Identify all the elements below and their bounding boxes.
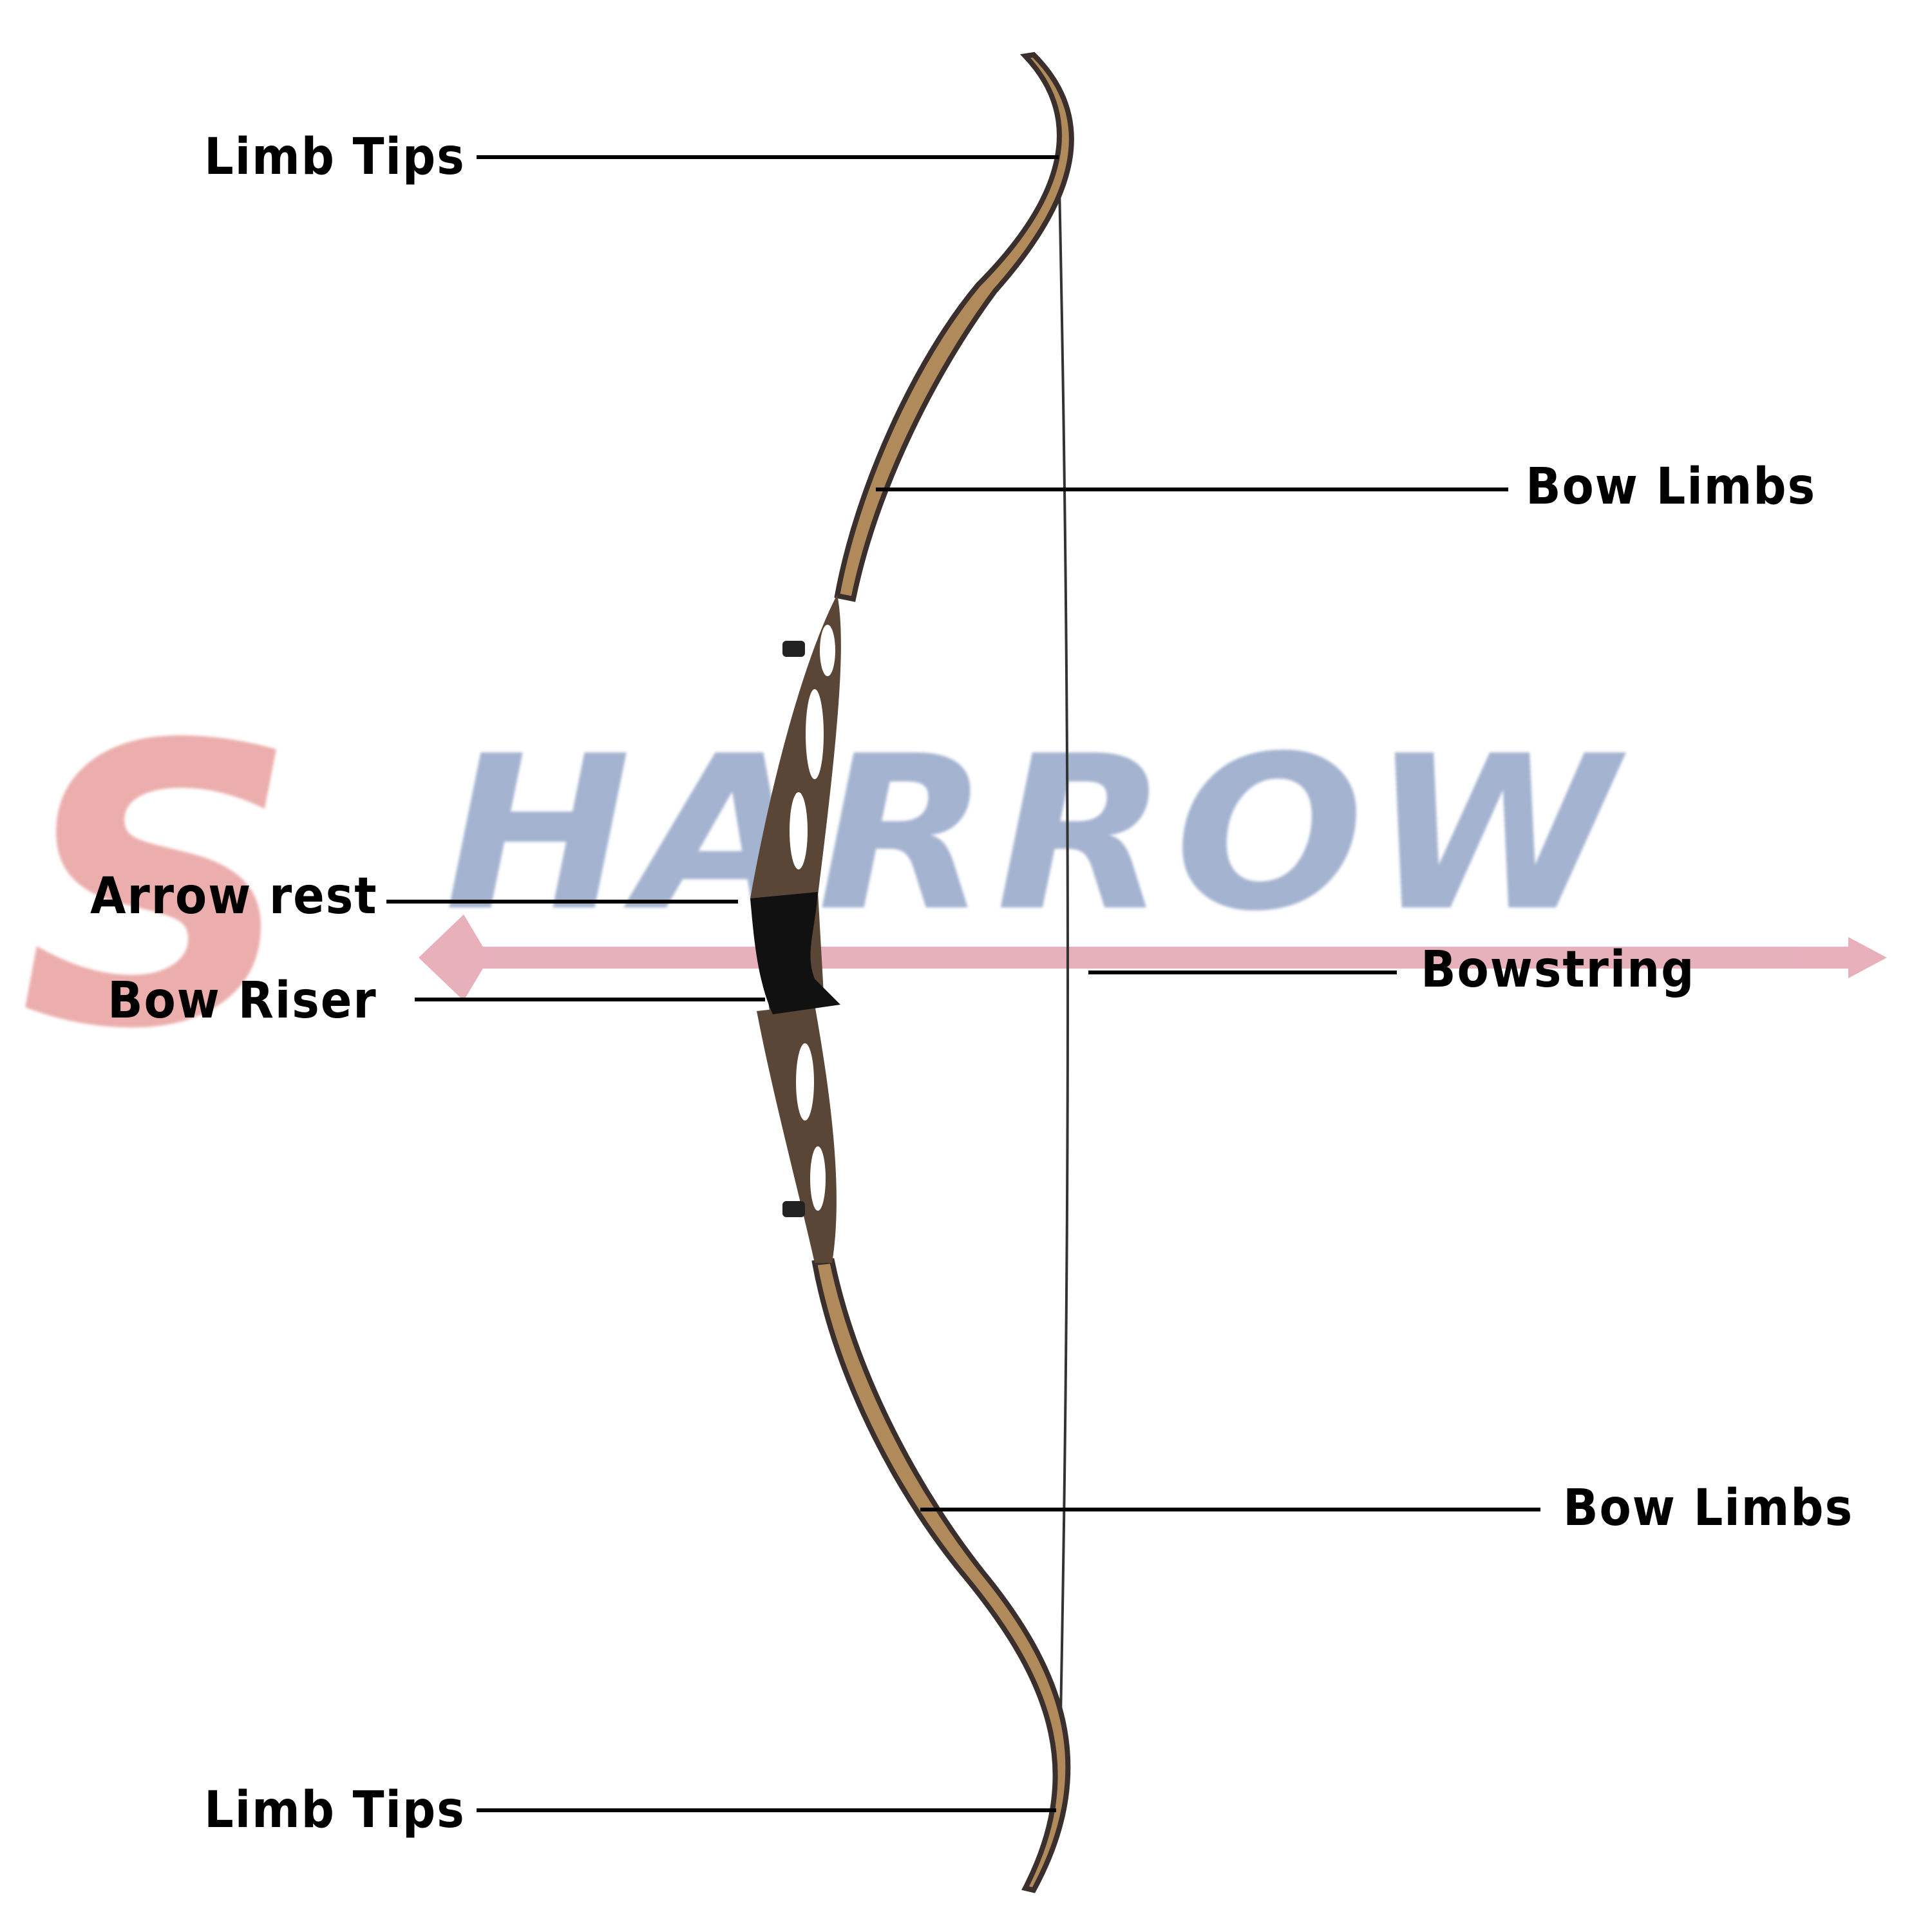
bowstring bbox=[1057, 156, 1069, 1811]
watermark-arrow bbox=[419, 914, 1887, 1001]
leader-lines bbox=[386, 155, 1540, 1812]
label-arrow-rest: Arrow rest bbox=[90, 867, 378, 925]
label-bow-limbs-top: Bow Limbs bbox=[1526, 458, 1817, 516]
label-limb-tips-top: Limb Tips bbox=[204, 128, 466, 186]
label-bow-limbs-bottom: Bow Limbs bbox=[1563, 1479, 1854, 1537]
label-bow-riser: Bow Riser bbox=[108, 972, 377, 1030]
limb-bolts bbox=[782, 641, 805, 1217]
upper-limb bbox=[834, 52, 1074, 602]
label-bowstring: Bowstring bbox=[1421, 941, 1696, 999]
watermark-logo-s: S bbox=[19, 663, 298, 1113]
watermark-logo-harrow: HARROW bbox=[444, 710, 1624, 958]
riser-cutouts bbox=[790, 625, 835, 1211]
label-limb-tips-bottom: Limb Tips bbox=[204, 1781, 466, 1839]
grip bbox=[750, 892, 840, 1014]
lower-limb bbox=[811, 1258, 1071, 1893]
